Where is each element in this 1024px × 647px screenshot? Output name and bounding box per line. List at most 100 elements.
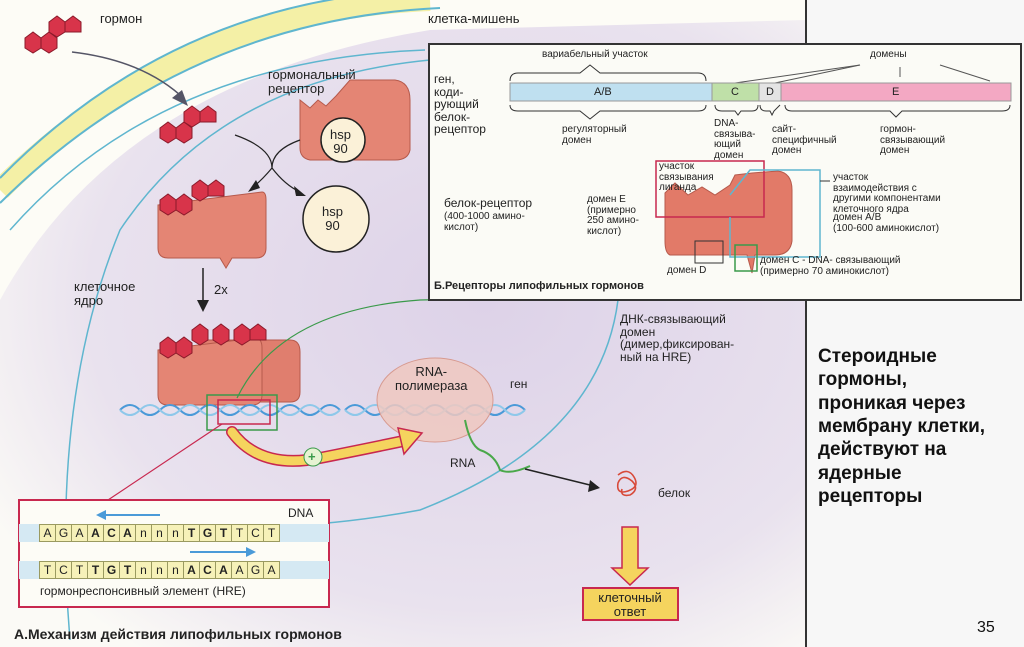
label-nucleus: клеточное ядро [74, 279, 136, 308]
label-rna: RNA [450, 456, 476, 470]
nucleotide: G [199, 524, 216, 542]
segment-d-label: D [766, 86, 774, 98]
label-variable-region: вариабельный участок [542, 49, 648, 60]
dna-helix-left-2 [119, 404, 341, 416]
ligand-site-frame [655, 160, 765, 218]
label-cell-response: клеточный ответ [598, 590, 662, 619]
label-interaction-site: участок взаимодействия с другими компоне… [833, 172, 941, 215]
variable-region-brace [509, 64, 707, 82]
label-hormone-binding-domain: гормон- связывающий домен [880, 124, 946, 156]
arrowhead-hsp [294, 186, 306, 196]
nucleotide: T [119, 561, 136, 579]
nucleotide: A [119, 524, 136, 542]
nucleotide: n [167, 561, 184, 579]
response-arrow [610, 526, 650, 587]
domain-c-frame [734, 244, 758, 272]
complex-hormone [159, 179, 225, 216]
nucleotide: A [215, 561, 232, 579]
label-regulatory-domain: регуляторный домен [562, 124, 627, 146]
hre-caption: гормонреспонсивный элемент (HRE) [40, 584, 246, 598]
translation-arrow [524, 468, 599, 488]
label-hormone: гормон [100, 11, 143, 26]
hsp90-free [302, 185, 370, 253]
translation-arrowhead [588, 480, 600, 492]
label-rna-polymerase: RNA- полимераза [395, 364, 468, 393]
plus-icon: + [308, 449, 316, 464]
label-domain-d: домен D [667, 265, 707, 276]
nucleotide: n [167, 524, 184, 542]
nucleotide: A [183, 561, 200, 579]
cell-membrane [0, 0, 431, 198]
label-receptor-protein: белок-рецептор [444, 196, 533, 210]
nucleotide: T [39, 561, 56, 579]
nucleotide: T [215, 524, 232, 542]
nucleotide: n [135, 524, 152, 542]
label-gene-encoding: ген, коди- рующий белок- рецептор [434, 72, 486, 137]
label-dimer: 2x [214, 282, 228, 297]
label-hsp90-free: hsp 90 [322, 204, 343, 233]
dna-binding-frame [206, 394, 278, 431]
plus-badge [303, 447, 323, 467]
receptor-protein-shape [664, 170, 793, 274]
interaction-site-frame [729, 169, 821, 258]
label-hormonal-receptor: гормональный рецептор [268, 67, 356, 96]
dimer-hormones [159, 323, 267, 359]
dna-helix-left [119, 404, 341, 416]
label-domains: домены [870, 49, 907, 60]
hre-callout-line [107, 423, 223, 501]
nucleotide: C [55, 561, 72, 579]
nucleotide: A [87, 524, 104, 542]
entry-arrowhead [172, 90, 188, 106]
segment-e-label: E [892, 86, 900, 98]
nucleotide: T [71, 561, 88, 579]
nucleotide: G [247, 561, 264, 579]
nucleotide: T [183, 524, 200, 542]
panel-a-title: А.Механизм действия липофильных гормонов [14, 626, 342, 642]
nucleotide: A [231, 561, 248, 579]
nucleotide: n [151, 524, 168, 542]
label-target-cell: клетка-мишень [428, 11, 520, 26]
rna-polymerase [376, 357, 494, 443]
d-brace [759, 104, 781, 117]
rna-strand [464, 419, 531, 473]
c-brace [714, 104, 759, 116]
panel-b: вариабельный участок домены ген, коди- р… [428, 43, 1022, 301]
nucleotide: C [199, 561, 216, 579]
hsp90-bound [320, 117, 366, 163]
slide-side-text: Стероидные гормоны, проникая через мембр… [818, 346, 986, 508]
label-receptor-size: (400-1000 амино- кислот) [444, 211, 525, 233]
domains-line-d [774, 64, 861, 84]
domain-d-frame [694, 240, 724, 264]
segment-c-label: C [731, 86, 739, 98]
label-site-specific-domain: сайт- специфичный домен [772, 124, 837, 156]
nucleotide: A [71, 524, 88, 542]
label-hsp90-bound: hsp 90 [330, 127, 351, 156]
label-dna-binding-domain: ДНК-связывающий домен (димер,фиксирован-… [620, 312, 735, 364]
nucleotide: A [263, 561, 280, 579]
activation-arrowhead [397, 427, 424, 456]
dna-bottom-arrowhead [246, 547, 256, 557]
membrane-outer-line [0, 0, 335, 179]
arrowhead-complex [248, 180, 260, 192]
nucleotide: A [39, 524, 56, 542]
hormone-molecule [24, 15, 82, 54]
label-dna-binding-domain-b: DNA- связыва- ющий домен [714, 118, 756, 161]
nucleotide: n [151, 561, 168, 579]
protein-coil [616, 470, 637, 497]
domains-line-c [734, 64, 861, 84]
dna-domain-callout [236, 295, 619, 399]
e-brace [784, 104, 1011, 118]
regulatory-brace [509, 104, 707, 120]
label-ligand-binding-site: участок связывания лиганда [659, 161, 714, 193]
nucleotide: G [103, 561, 120, 579]
domains-line-e2 [939, 64, 991, 82]
hormone-inside [159, 105, 217, 144]
page-number: 35 [977, 619, 995, 636]
nucleotide: n [135, 561, 152, 579]
membrane-inner-line [0, 7, 441, 204]
nucleotide: G [55, 524, 72, 542]
cell-response-box [582, 587, 679, 621]
nucleotide: T [263, 524, 280, 542]
